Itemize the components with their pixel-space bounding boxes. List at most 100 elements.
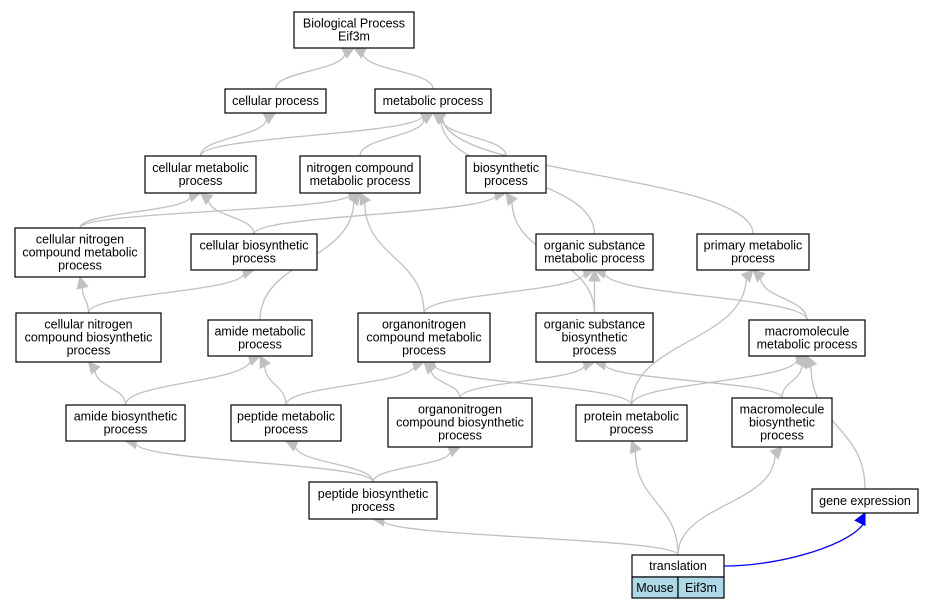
edge-amide_biosynthetic-to-amide_metabolic (124, 359, 252, 406)
node-box[interactable] (357, 312, 491, 363)
edge-cellular_process-to-bp (274, 52, 346, 90)
node-box[interactable] (224, 88, 327, 114)
node-box[interactable] (65, 404, 186, 442)
edge-primary_metabolic-to-metabolic_process (441, 116, 754, 235)
node-label-line: biosynthetic (561, 331, 627, 345)
node-box[interactable] (144, 155, 257, 194)
node-label-line: compound metabolic (366, 331, 481, 345)
node-label-line: organic substance (544, 318, 646, 332)
edge-peptide_metabolic-to-organonitrogen_metabolic (285, 364, 416, 406)
node-box[interactable] (207, 319, 313, 357)
edge-cellular_nitrogen_biosynthetic-to-cellular_nitrogen_metabolic (81, 286, 90, 314)
node-label-line: peptide biosynthetic (318, 487, 429, 501)
node-box[interactable] (14, 227, 146, 278)
edge-peptide_metabolic-to-amide_metabolic (264, 364, 287, 406)
node-label-line: cellular nitrogen (44, 318, 132, 332)
edge-translation-to-macromolecule_biosynthetic (677, 454, 776, 556)
node-box[interactable] (374, 88, 492, 114)
edge-peptide_biosynthetic-to-organonitrogen_biosynthetic (372, 450, 452, 483)
node-label-line: compound metabolic (22, 246, 137, 260)
node-box[interactable] (696, 233, 810, 271)
node-tag-label: Mouse (636, 581, 674, 595)
node-box[interactable] (811, 488, 919, 514)
node-label-line: organic substance (544, 239, 646, 253)
node-gene-expression[interactable]: gene expression (811, 488, 919, 514)
arrowhead-organonitrogen_metabolic-to-nitrogen_compound (359, 192, 371, 207)
node-label-line: process (104, 423, 148, 437)
node-box[interactable] (575, 404, 688, 442)
node-metabolic-process[interactable]: metabolic process (374, 88, 492, 114)
edge-organonitrogen_biosynthetic-to-organic_substance_biosynthetic (459, 364, 586, 399)
node-label-line: process (232, 252, 276, 266)
edge-protein_metabolic-to-organonitrogen_metabolic (433, 363, 633, 406)
node-label-line: macromolecule (765, 325, 850, 339)
node-label-line: process (573, 344, 617, 358)
edge-macromolecule_metabolic-to-organic_substance_metabolic (603, 272, 808, 321)
arrowhead-organic_substance_biosynthetic-to-biosynthetic (505, 192, 518, 206)
node-box[interactable] (299, 155, 421, 194)
node-label-line: cellular nitrogen (36, 233, 124, 247)
node-box[interactable] (293, 11, 415, 49)
arrowhead-translation-to-macromolecule_biosynthetic (769, 446, 783, 460)
node-box[interactable] (731, 397, 833, 448)
node-tag-label: Eif3m (685, 581, 717, 595)
arrowhead-peptide_metabolic-to-amide_metabolic (259, 355, 271, 370)
node-box[interactable] (535, 233, 654, 271)
node-label-line: process (610, 423, 654, 437)
node-box[interactable] (535, 312, 654, 363)
arrowhead-gene_expression-to-macromolecule_metabolic (805, 354, 818, 370)
node-box[interactable] (15, 312, 162, 363)
node-label-line: process (402, 344, 446, 358)
node-box[interactable] (308, 481, 438, 520)
arrowhead-translation-to-protein_metabolic (630, 439, 642, 455)
node-label-line: process (484, 174, 528, 188)
edge-translation-to-gene_expression (723, 520, 866, 567)
node-cellular-process[interactable]: cellular process (224, 88, 327, 114)
arrowhead-cellular_nitrogen_biosynthetic-to-cellular_nitrogen_metabolic (76, 275, 89, 290)
node-box[interactable] (387, 397, 533, 448)
edge-organonitrogen_metabolic-to-nitrogen_compound (364, 201, 425, 314)
node-label-line: process (67, 344, 111, 358)
arrowhead-translation-to-gene_expression (854, 511, 866, 527)
edge-cellular_metabolic-to-cellular_process (199, 117, 268, 157)
edge-cellular_nitrogen_biosynthetic-to-cellular_biosynthetic (87, 272, 245, 314)
node-box[interactable] (748, 319, 866, 357)
edge-cellular_metabolic-to-metabolic_process (199, 114, 424, 157)
edge-macromolecule_biosynthetic-to-organic_substance_biosynthetic (603, 363, 783, 399)
arrowhead-amide_metabolic-to-nitrogen_compound (347, 192, 361, 206)
arrowhead-amide_biosynthetic-to-cellular_nitrogen_biosynthetic (87, 361, 101, 375)
edge-macromolecule_metabolic-to-primary_metabolic (759, 276, 808, 321)
node-box[interactable] (190, 233, 318, 271)
node-label-line: process (264, 423, 308, 437)
edge-peptide_biosynthetic-to-amide_biosynthetic (134, 442, 374, 483)
node-tag-cell (677, 576, 725, 599)
node-label-line: metabolic process (544, 252, 645, 266)
node-box[interactable] (465, 155, 547, 194)
node-box[interactable] (230, 404, 342, 442)
node-label-line: process (351, 500, 395, 514)
node-label-line: amide metabolic (214, 325, 305, 339)
arrowhead-protein_metabolic-to-primary_metabolic (740, 269, 754, 283)
